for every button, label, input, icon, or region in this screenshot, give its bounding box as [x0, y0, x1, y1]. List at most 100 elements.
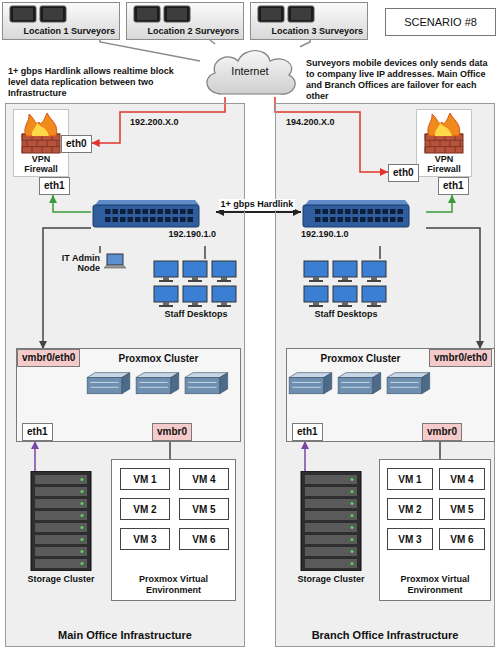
brick-joint	[52, 147, 53, 153]
rack-unit	[305, 523, 357, 532]
switch-port	[375, 209, 381, 214]
server-side	[372, 373, 380, 394]
monitor-foot	[367, 305, 381, 307]
tablet-body	[258, 6, 284, 22]
connector	[426, 228, 480, 349]
brick-joint	[42, 147, 43, 153]
firewall-icon	[18, 112, 64, 154]
monitor-screen	[154, 261, 178, 277]
staff-desktops: Staff Desktops	[301, 259, 391, 336]
switch-port	[375, 217, 381, 222]
tablet-screen	[261, 8, 281, 20]
brick-joint	[47, 140, 48, 146]
rack-unit	[305, 547, 357, 556]
connector	[304, 441, 306, 471]
switch-port	[188, 217, 194, 222]
monitor-foot	[188, 305, 202, 307]
proxmox-cluster-text: Proxmox Cluster	[118, 353, 198, 365]
brick-joint	[440, 140, 441, 146]
switch-port	[360, 209, 366, 214]
switch-port	[165, 209, 171, 214]
connector	[204, 246, 206, 259]
switch-port	[390, 209, 396, 214]
switch-port	[323, 217, 329, 222]
monitor-stand	[371, 302, 377, 305]
tablet-body	[164, 6, 190, 22]
monitor-stand	[313, 277, 319, 280]
network-switch: 192.190.1.0	[301, 199, 426, 246]
connector	[53, 195, 91, 212]
rack-unit	[305, 511, 357, 520]
server-bay	[139, 382, 167, 383]
switch-port	[158, 209, 164, 214]
server-front	[185, 378, 220, 394]
bridge-tag: vmbr0/eth0	[17, 349, 80, 367]
switch-port	[120, 209, 126, 214]
rack-led	[81, 538, 84, 541]
port-tag: eth0	[388, 164, 419, 182]
connector	[210, 40, 215, 44]
switch-port	[180, 209, 186, 214]
server-icons	[286, 371, 436, 397]
flame	[428, 113, 460, 136]
rack-led	[351, 502, 354, 505]
connector	[439, 441, 441, 459]
edge-label: 194.200.X.0	[284, 117, 337, 128]
switch-port	[128, 209, 134, 214]
network-switch-text: 192.190.1.0	[301, 229, 349, 240]
brick-joint	[22, 140, 60, 141]
switch-port	[338, 209, 344, 214]
server-bay	[390, 382, 418, 383]
port-tag-text: eth1	[27, 425, 48, 439]
monitor-stand	[163, 302, 169, 305]
server-front	[87, 378, 122, 394]
port-tag-text: eth1	[443, 179, 464, 193]
rack-unit	[35, 487, 87, 496]
switch-port	[390, 217, 396, 222]
tablet-screen	[137, 8, 157, 20]
port-tag: eth1	[22, 423, 53, 441]
surveyor-box: Location 1 Surveyors	[2, 2, 120, 40]
laptop-base	[104, 265, 126, 268]
switch-port	[383, 217, 389, 222]
bridge-tag-text: vmbr0	[157, 425, 187, 439]
vm-box-text: VM 6	[450, 534, 473, 545]
bridge-tag-text: vmbr0	[427, 425, 457, 439]
vm-box: VM 2	[387, 498, 433, 520]
port-tag-text: eth1	[44, 179, 65, 193]
monitor-stand	[371, 277, 377, 280]
proxmox-cluster-text: Proxmox Cluster	[320, 353, 400, 365]
tablet-body	[40, 6, 66, 22]
server-side	[219, 373, 227, 394]
vm-box: VM 3	[120, 528, 170, 550]
switch-port	[368, 217, 374, 222]
rack-led	[351, 478, 354, 481]
switch-port	[315, 217, 321, 222]
switch-top	[95, 200, 199, 205]
switch-top	[305, 200, 409, 205]
desktop-icons	[301, 259, 391, 309]
server-side	[121, 373, 129, 394]
edge-label: 192.200.X.0	[128, 117, 181, 128]
note-text: Surveyors mobile devices only sends data…	[306, 58, 496, 102]
switch-port	[165, 217, 171, 222]
server-bay	[90, 387, 118, 388]
monitor-screen	[333, 261, 357, 277]
proxmox-environment-text: Proxmox Virtual Environment	[383, 574, 487, 596]
storage-cluster: Storage Cluster	[21, 471, 101, 601]
vm-box-text: VM 1	[398, 474, 421, 485]
server-front	[338, 378, 373, 394]
monitor-foot	[309, 280, 323, 282]
server-front	[289, 378, 324, 394]
switch-port	[330, 209, 336, 214]
tablet-screen	[43, 8, 63, 20]
switch-port	[105, 217, 111, 222]
monitor-stand	[342, 302, 348, 305]
storage-rack	[26, 471, 96, 571]
rack-led	[351, 562, 354, 565]
network-switch	[91, 199, 201, 229]
vm-box-text: VM 6	[192, 534, 215, 545]
server-bay	[90, 382, 118, 383]
server-bay	[390, 387, 418, 388]
